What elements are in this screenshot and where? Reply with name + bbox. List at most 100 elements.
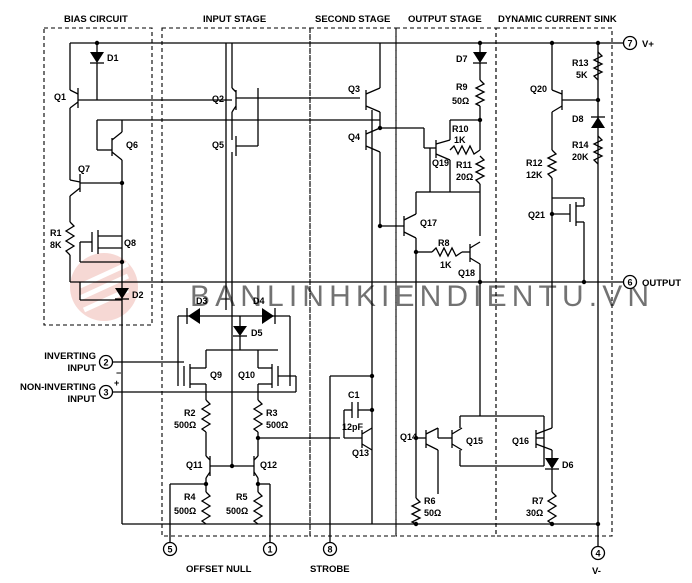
resistor-r14-icon: [592, 135, 604, 165]
watermark-text: BANLINHKIENDIENTU.VN: [190, 280, 650, 313]
pin-output[interactable]: 6 OUTPUT: [622, 274, 682, 290]
resistor-r1-icon: [64, 221, 76, 256]
diode-d6-icon: [545, 458, 559, 469]
resistor-r2-icon: [200, 399, 212, 433]
resistor-r7-icon: [546, 491, 558, 525]
diode-d7-icon: [473, 52, 487, 63]
label-q19: Q19: [432, 158, 449, 168]
label-q16: Q16: [512, 436, 529, 446]
section-title-input: INPUT STAGE: [203, 14, 266, 25]
label-r13-value: 5K: [576, 70, 588, 80]
pin-offset5-number: 5: [167, 545, 172, 555]
label-q5: Q5: [212, 140, 224, 150]
section-title-sink: DYNAMIC CURRENT SINK: [498, 14, 617, 25]
label-q2: Q2: [212, 94, 224, 104]
label-q6: Q6: [126, 140, 138, 150]
label-r13: R13: [572, 58, 589, 68]
diode-d4-icon: [262, 308, 274, 324]
diode-d2-icon: [115, 288, 129, 299]
pin-vminus-number: 4: [595, 549, 600, 559]
label-q13: Q13: [352, 448, 369, 458]
pin-offset-null-5[interactable]: 5: [162, 541, 178, 557]
pin-inv-number: 2: [103, 358, 108, 368]
label-q8: Q8: [124, 238, 136, 248]
label-r2: R2: [184, 408, 196, 418]
section-title-bias: BIAS CIRCUIT: [64, 14, 128, 25]
resistor-r3-icon: [252, 399, 264, 433]
label-q4: Q4: [348, 132, 360, 142]
resistor-r10-icon: [449, 144, 481, 156]
label-q20: Q20: [530, 84, 547, 94]
label-r8: R8: [438, 238, 450, 248]
label-d2: D2: [132, 290, 144, 300]
resistor-r9-icon: [474, 79, 486, 107]
label-d8: D8: [572, 114, 584, 124]
label-r3-value: 500Ω: [266, 420, 288, 430]
pin-noninverting-input[interactable]: 3 NON-INVERTING INPUT +: [20, 378, 119, 405]
pin-strobe-number: 8: [327, 545, 332, 555]
label-q15: Q15: [466, 436, 483, 446]
pin-strobe[interactable]: 8 STROBE: [310, 541, 350, 576]
diode-d3-icon: [188, 308, 200, 324]
label-r6-value: 50Ω: [424, 508, 441, 518]
label-r12-value: 12K: [526, 170, 543, 180]
label-q10: Q10: [238, 370, 255, 380]
pin-noninv-label2: INPUT: [68, 394, 97, 405]
output-stage: D7 R9 50Ω Q19 R10 1K R11 20Ω Q17: [377, 40, 544, 525]
label-r9-value: 50Ω: [452, 96, 469, 106]
label-q9: Q9: [210, 370, 222, 380]
label-r3: R3: [266, 408, 278, 418]
label-r6: R6: [424, 496, 436, 506]
label-d5: D5: [251, 328, 263, 338]
pin-vplus[interactable]: 7 V+: [622, 35, 655, 51]
label-q7: Q7: [78, 164, 90, 174]
pin-offset-null-1[interactable]: 1: [262, 541, 278, 557]
label-r4-value: 500Ω: [174, 506, 196, 516]
label-r11: R11: [456, 160, 472, 170]
bias-circuit: D1 Q1 Q6 Q7 R1 8K Q8: [50, 40, 380, 524]
pin-output-label: OUTPUT: [642, 278, 681, 289]
diode-d1-icon: [90, 52, 104, 63]
pin-inv-label1: INVERTING: [44, 351, 96, 362]
label-r7-value: 30Ω: [526, 508, 543, 518]
pin-output-number: 6: [627, 278, 632, 288]
pin-noninv-label1: NON-INVERTING: [20, 382, 96, 393]
label-q12: Q12: [260, 460, 277, 470]
label-r5-value: 500Ω: [226, 506, 248, 516]
label-c1: C1: [348, 390, 360, 400]
resistor-r12-icon: [546, 149, 558, 179]
label-r10-value: 1K: [454, 135, 466, 145]
label-d7: D7: [456, 54, 468, 64]
label-r4: R4: [184, 492, 196, 502]
label-r1-value: 8K: [50, 240, 62, 250]
section-title-second: SECOND STAGE: [315, 14, 390, 25]
label-q11: Q11: [186, 460, 203, 470]
label-r12: R12: [526, 158, 543, 168]
label-q3: Q3: [348, 84, 360, 94]
label-c1-value: 12pF: [342, 422, 364, 432]
watermark: BANLINHKIENDIENTU.VN: [70, 253, 650, 321]
pin-noninv-number: 3: [103, 388, 108, 398]
label-d6: D6: [562, 460, 574, 470]
resistor-r4-icon: [200, 491, 212, 525]
label-d1: D1: [107, 53, 119, 63]
label-r1: R1: [50, 228, 62, 238]
pin-noninv-sign: +: [114, 378, 119, 388]
label-r5: R5: [236, 492, 248, 502]
section-title-output: OUTPUT STAGE: [408, 14, 482, 25]
label-d4: D4: [253, 296, 265, 306]
label-q21: Q21: [528, 210, 545, 220]
label-q17: Q17: [420, 218, 437, 228]
label-q14: Q14: [400, 432, 417, 442]
label-q18: Q18: [458, 268, 475, 278]
label-d3: D3: [196, 296, 208, 306]
pin-vminus-label: V-: [592, 566, 601, 577]
pin-vminus[interactable]: 4 V-: [590, 545, 606, 578]
label-r2-value: 500Ω: [174, 420, 196, 430]
resistor-r13-icon: [592, 51, 604, 81]
label-r14: R14: [572, 140, 589, 150]
pin-inverting-input[interactable]: 2 INVERTING INPUT −: [44, 351, 121, 378]
diode-d5-icon: [233, 326, 247, 336]
label-r7: R7: [532, 496, 544, 506]
